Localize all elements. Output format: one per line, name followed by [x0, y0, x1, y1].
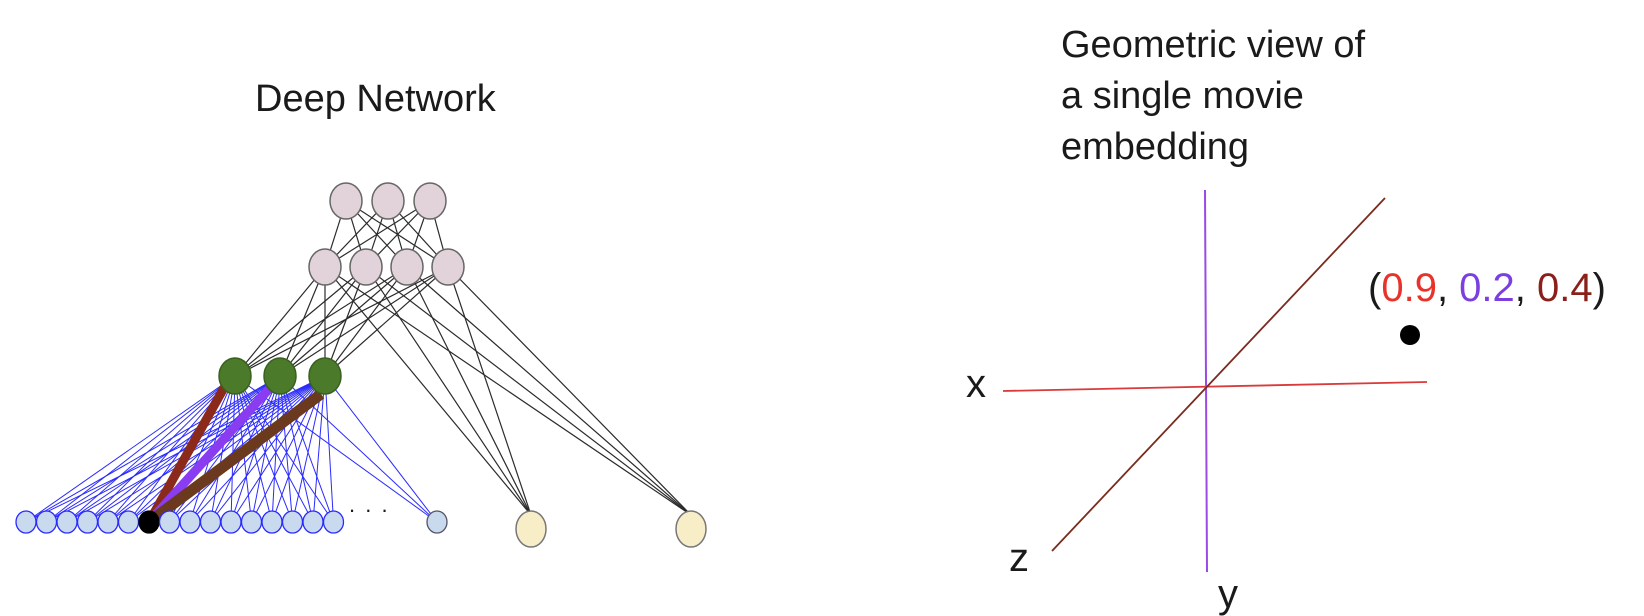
- z-axis-line: [1051, 197, 1386, 552]
- input-node: [179, 510, 201, 534]
- dense-edge: [365, 266, 692, 516]
- network-nodes: [15, 182, 707, 548]
- input-edge: [66, 375, 281, 523]
- input-node: [261, 510, 283, 534]
- hidden-node: [308, 248, 342, 286]
- coord-z-value: 0.4: [1537, 266, 1593, 310]
- input-node: [76, 510, 99, 534]
- dense-edge: [279, 266, 449, 377]
- output-node: [329, 182, 363, 220]
- input-edge: [87, 375, 326, 523]
- input-node: [302, 510, 324, 534]
- weight-edge-y: [145, 384, 274, 526]
- network-edges: [25, 200, 692, 527]
- embedding-node: [218, 357, 252, 395]
- coord-y-value: 0.2: [1459, 266, 1515, 310]
- side-input-node: [675, 510, 707, 548]
- hidden-node: [349, 248, 383, 286]
- axis-label-x: x: [966, 362, 986, 406]
- active-input-node: [138, 510, 160, 534]
- embedding-coordinates: (0.9, 0.2, 0.4): [1368, 268, 1606, 308]
- input-edge: [25, 375, 281, 523]
- geometric-view-title-line-2: a single movie: [1061, 75, 1304, 117]
- coord-separator: ,: [1436, 266, 1460, 310]
- dense-edge: [365, 266, 532, 516]
- hidden-node: [431, 248, 465, 286]
- input-node: [199, 510, 222, 534]
- geometric-view-title-line-1: Geometric view of: [1061, 24, 1366, 66]
- coord-separator: ,: [1514, 266, 1538, 310]
- axis-label-z: z: [1009, 536, 1029, 580]
- deep-network-title: Deep Network: [255, 78, 496, 120]
- input-edge: [324, 375, 438, 523]
- input-edge: [25, 375, 236, 523]
- side-input-node: [515, 510, 547, 548]
- input-node: [322, 510, 345, 534]
- axis-label-y: y: [1218, 572, 1238, 616]
- dense-edge: [406, 266, 692, 516]
- input-edge: [25, 375, 326, 523]
- dense-edge: [324, 266, 532, 516]
- dense-edge: [324, 266, 408, 377]
- dense-edge: [324, 266, 692, 516]
- input-edge: [87, 375, 236, 523]
- coord-close-paren: ): [1592, 266, 1606, 310]
- dense-edge: [324, 200, 431, 268]
- input-edge: [189, 375, 281, 523]
- output-node: [371, 182, 405, 220]
- output-node: [413, 182, 447, 220]
- input-edge: [87, 375, 281, 523]
- input-node: [158, 510, 181, 534]
- embedding-node: [308, 357, 342, 395]
- input-edge: [66, 375, 326, 523]
- input-edge: [230, 375, 236, 523]
- embedding-axes: [1002, 189, 1428, 573]
- dense-edge: [234, 266, 326, 377]
- input-edge: [46, 375, 281, 523]
- input-node: [240, 510, 263, 534]
- dense-edge: [279, 266, 326, 377]
- dense-edge: [447, 266, 532, 516]
- coord-open-paren: (: [1368, 266, 1382, 310]
- dense-edge: [279, 266, 408, 377]
- embedding-node: [263, 357, 297, 395]
- dense-edge: [324, 266, 367, 377]
- input-edge: [210, 375, 236, 523]
- hidden-node: [390, 248, 424, 286]
- input-node: [426, 510, 448, 534]
- input-edge: [66, 375, 236, 523]
- input-node: [220, 510, 242, 534]
- input-node: [35, 510, 58, 534]
- weight-edge-x: [145, 383, 229, 525]
- dense-edge: [447, 266, 692, 516]
- input-edge: [46, 375, 236, 523]
- input-ellipsis: . . .: [349, 492, 390, 517]
- embedding-point: [1400, 325, 1420, 345]
- input-node: [56, 510, 78, 534]
- input-node: [15, 510, 37, 534]
- dense-edge: [234, 266, 367, 377]
- dense-edge: [234, 266, 449, 377]
- input-node: [281, 510, 304, 534]
- coord-x-value: 0.9: [1381, 266, 1437, 310]
- weight-edge-z: [145, 389, 325, 527]
- dense-edge: [406, 266, 532, 516]
- input-edge: [189, 375, 326, 523]
- y-axis-line: [1204, 189, 1208, 573]
- input-node: [97, 510, 119, 534]
- input-node: [117, 510, 140, 534]
- input-edge: [312, 375, 326, 523]
- input-edge: [324, 375, 334, 523]
- geometric-view-title-line-3: embedding: [1061, 126, 1250, 168]
- x-axis-line: [1002, 381, 1428, 392]
